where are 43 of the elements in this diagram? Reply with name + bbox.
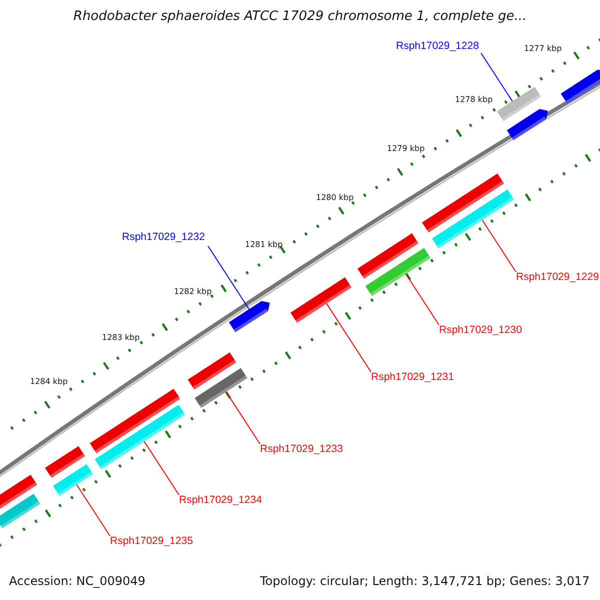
- leader-line: [208, 246, 250, 310]
- gene-label: Rsph17029_1233: [260, 443, 343, 455]
- scale-label: 1281 kbp: [245, 240, 283, 249]
- gene-bar: [496, 86, 542, 122]
- gene-bar: [0, 494, 40, 528]
- leader-line: [482, 220, 516, 272]
- gene-label: Rsph17029_1229: [516, 271, 599, 283]
- pointed-gene-block: [506, 108, 548, 140]
- gene-bar: [94, 404, 186, 470]
- scale-label: 1277 kbp: [524, 44, 562, 53]
- gene-label: Rsph17029_1228: [396, 40, 479, 52]
- gene-label: Rsph17029_1231: [371, 371, 454, 383]
- gene-bar: [194, 368, 248, 408]
- footer-text: Accession: NC_009049: [9, 574, 146, 588]
- gene-bar: [365, 248, 431, 296]
- title: Rhodobacter sphaeroides ATCC 17029 chromosome 1, complete ge...: [72, 9, 528, 24]
- scale-label: 1284 kbp: [30, 377, 68, 386]
- pointed-gene-block: [228, 300, 270, 332]
- gene-label: Rsph17029_1232: [122, 231, 205, 243]
- gene-bar: [90, 388, 180, 454]
- scale-label: 1282 kbp: [174, 287, 212, 296]
- gene-bar: [432, 189, 514, 249]
- gene-bar: [422, 173, 504, 233]
- scale-label: 1283 kbp: [102, 333, 140, 342]
- gene-label: Rsph17029_1230: [439, 324, 522, 336]
- footer-text: Topology: circular; Length: 3,147,721 bp; Genes: 3,017: [260, 574, 590, 588]
- gene-bar: [188, 352, 236, 390]
- pointed-gene-block: [560, 70, 600, 104]
- gene-bar: [44, 446, 86, 478]
- gene-label: Rsph17029_1235: [110, 535, 193, 547]
- leader-line: [405, 274, 440, 326]
- scale-label: 1278 kbp: [455, 95, 493, 104]
- scale-label: 1279 kbp: [387, 144, 425, 153]
- leader-line: [480, 52, 513, 102]
- gene-label: Rsph17029_1234: [179, 494, 262, 506]
- leader-line: [226, 391, 260, 444]
- gene-bar: [357, 233, 419, 279]
- leader-line: [326, 303, 372, 372]
- scale-label: 1280 kbp: [316, 193, 354, 202]
- gene-bar: [0, 474, 38, 510]
- gene-bar: [52, 464, 94, 496]
- leader-line: [76, 484, 110, 536]
- gene-bar: [290, 277, 352, 323]
